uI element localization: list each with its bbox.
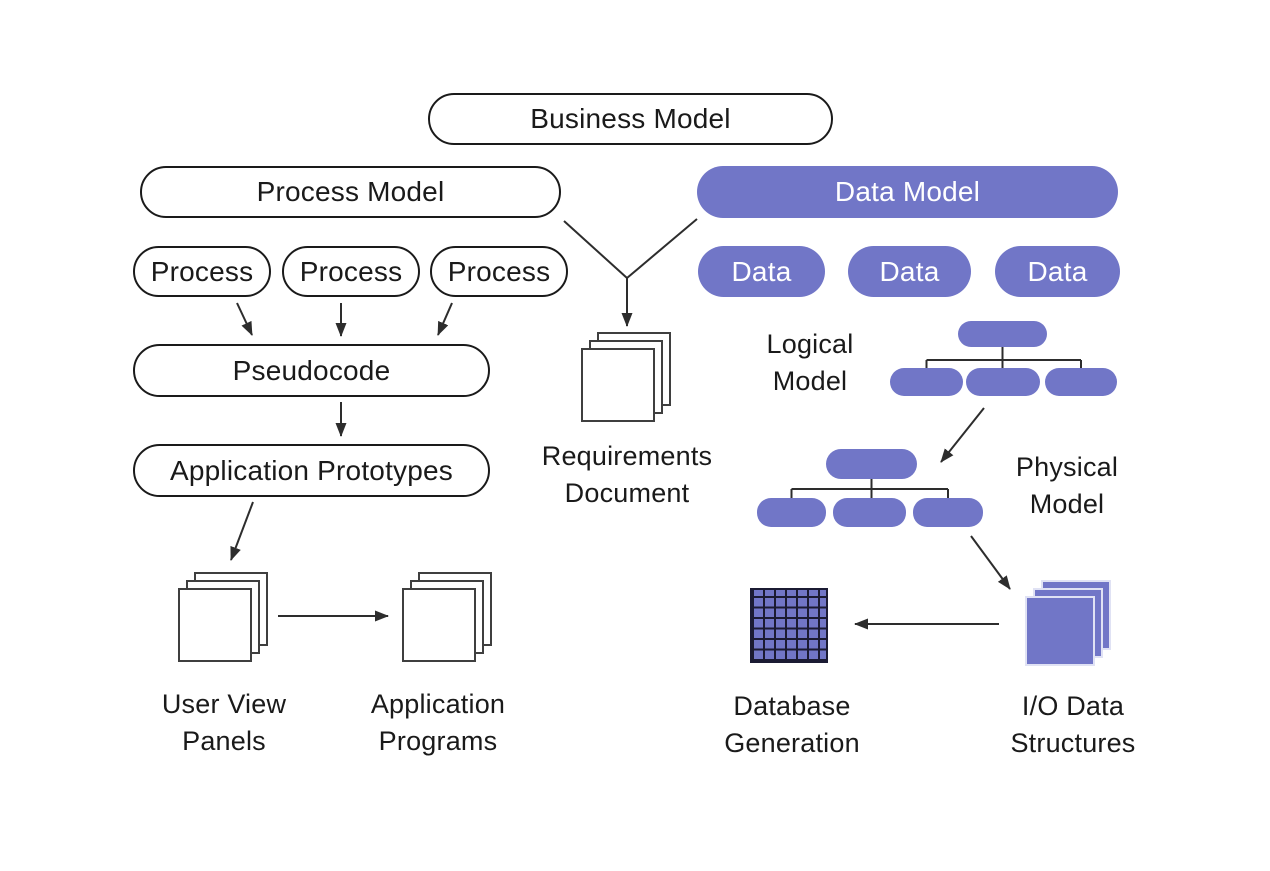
tree-child-node: [757, 498, 826, 527]
physical-model-tree-hierarchy-icon: [757, 449, 983, 527]
business-model-pill: Business Model: [428, 93, 833, 145]
application-prototypes-pill: Application Prototypes: [133, 444, 490, 497]
tree-child-node: [1045, 368, 1117, 396]
user-view-panels-document-stack-icon: [178, 572, 268, 662]
physical-model-label: Physical Model: [1015, 452, 1119, 519]
document-page-front: [1025, 596, 1095, 666]
tree-child-node: [833, 498, 906, 527]
database-generation-label: Database Generation: [724, 691, 860, 758]
process-pill-2: Process: [282, 246, 420, 297]
logical-model-label: Logical Model: [766, 329, 854, 396]
application-programs-document-stack-icon: [402, 572, 492, 662]
process-model-pill: Process Model: [140, 166, 561, 218]
tree-root-node: [826, 449, 917, 479]
connector-process-model-to-junction: [563, 220, 628, 279]
data-pill-1: Data: [698, 246, 825, 297]
application-programs-label: Application Programs: [370, 689, 506, 756]
document-page-front: [581, 348, 655, 422]
data-model-pill: Data Model: [697, 166, 1118, 218]
io-data-structures-document-stack-icon: [1025, 580, 1111, 666]
arrow-process-3-to-pseudocode: [437, 302, 453, 336]
arrow-physical-model-to-io-data-structures: [970, 535, 1011, 590]
user-view-panels-label: User View Panels: [161, 689, 287, 756]
database-grid-icon: [750, 588, 828, 663]
process-pill-1: Process: [133, 246, 271, 297]
tree-child-node: [890, 368, 963, 396]
document-page-front: [402, 588, 476, 662]
data-pill-2: Data: [848, 246, 971, 297]
requirements-document-label: Requirements Document: [541, 441, 713, 508]
connector-data-model-to-junction: [626, 218, 698, 279]
tree-root-node: [958, 321, 1047, 347]
arrow-application-prototypes-to-user-view-panels: [230, 501, 254, 561]
tree-child-node: [966, 368, 1040, 396]
data-pill-3: Data: [995, 246, 1120, 297]
logical-model-tree-hierarchy-icon: [890, 321, 1117, 396]
document-page-front: [178, 588, 252, 662]
requirements-document-stack-icon: [581, 332, 671, 422]
tree-child-node: [913, 498, 983, 527]
pseudocode-pill: Pseudocode: [133, 344, 490, 397]
arrow-process-1-to-pseudocode: [236, 302, 253, 336]
io-data-structures-label: I/O Data Structures: [1010, 691, 1136, 758]
process-pill-3: Process: [430, 246, 568, 297]
